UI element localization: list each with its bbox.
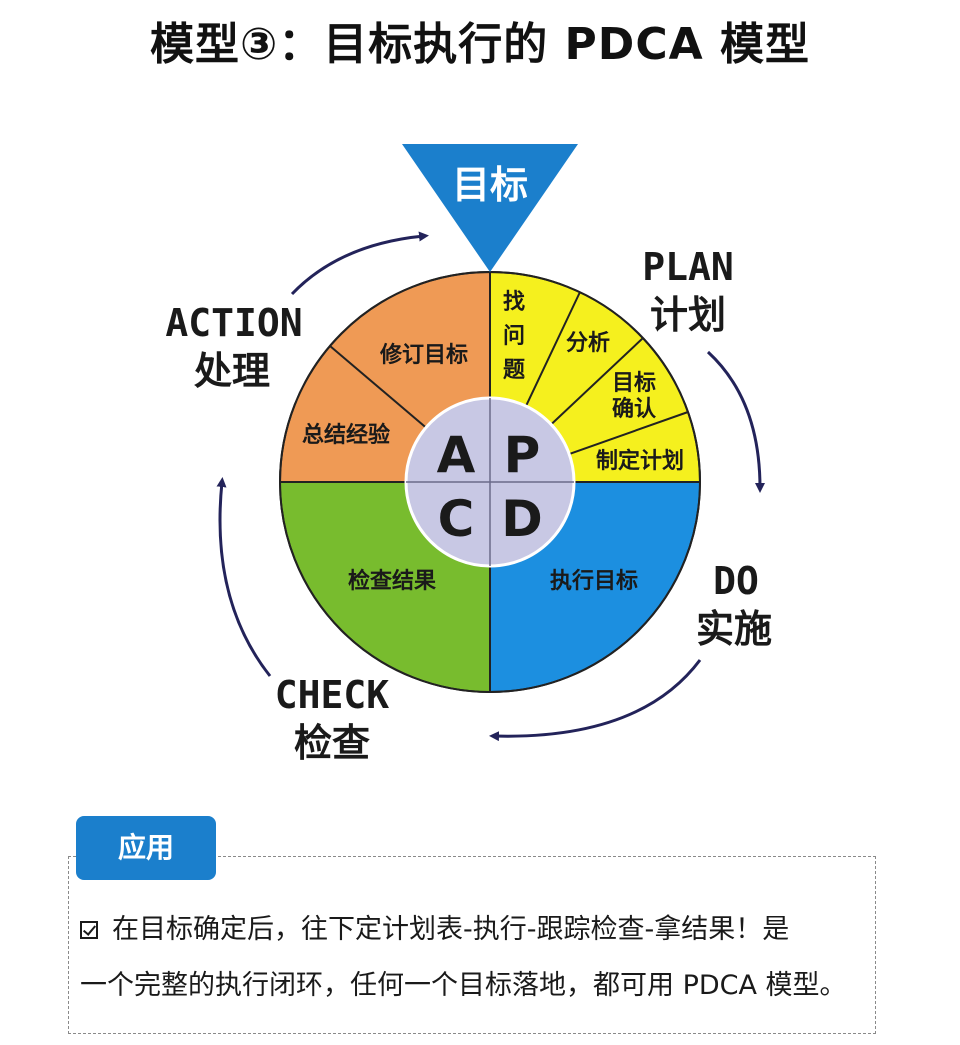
goal-label: 目标 (452, 163, 528, 207)
stage-do-en: DO (713, 559, 759, 603)
segment-plan-1-line-2: 问 (503, 324, 525, 349)
stage-plan-en: PLAN (642, 245, 734, 289)
goal-triangle (402, 144, 578, 272)
application-box (68, 856, 876, 1034)
arrow-do-to-check (489, 659, 702, 742)
application-line-1-text: 在目标确定后，往下定计划表-执行-跟踪检查-拿结果！是 (112, 914, 790, 945)
pdca-diagram: A P C D 目标 找 问 题 分析 目标 确认 制定计划 执行目标 检查结果… (165, 144, 772, 765)
application-tag: 应用 (76, 816, 216, 880)
stage-action-en: ACTION (165, 301, 302, 345)
arrow-action-to-goal (290, 231, 429, 296)
segment-plan-1-line-1: 找 (503, 290, 525, 315)
segment-check: 检查结果 (348, 568, 436, 594)
segment-action-2: 修订目标 (379, 342, 468, 368)
stage-action-cn: 处理 (194, 349, 270, 393)
stage-check-cn: 检查 (294, 721, 370, 765)
segment-plan-1-line-3: 题 (503, 358, 526, 383)
application-text: 在目标确定后，往下定计划表-执行-跟踪检查-拿结果！是 一个完整的执行闭环，任何… (80, 902, 880, 1014)
hub-letter-c: C (438, 490, 475, 548)
segment-do: 执行目标 (550, 568, 638, 594)
arrow-check-to-action (216, 477, 272, 677)
hub-letter-d: D (501, 490, 543, 548)
page-title: 模型③：目标执行的 PDCA 模型 (149, 19, 810, 70)
segment-plan-3-line-2: 确认 (612, 396, 656, 422)
checkbox-icon (80, 921, 98, 939)
segment-action-1: 总结经验 (302, 422, 390, 448)
segment-plan-2: 分析 (566, 331, 610, 356)
application-line-1: 在目标确定后，往下定计划表-执行-跟踪检查-拿结果！是 (80, 902, 880, 958)
hub-letter-p: P (504, 426, 541, 484)
stage-do-cn: 实施 (696, 607, 772, 651)
segment-plan-3-line-1: 目标 (612, 370, 656, 396)
hub-letter-a: A (437, 426, 476, 484)
application-line-2: 一个完整的执行闭环，任何一个目标落地，都可用 PDCA 模型。 (80, 970, 847, 1001)
stage-plan-cn: 计划 (650, 293, 726, 337)
stage-check-en: CHECK (275, 673, 390, 717)
arrow-plan-to-do (706, 350, 765, 493)
segment-plan-4: 制定计划 (596, 448, 684, 474)
